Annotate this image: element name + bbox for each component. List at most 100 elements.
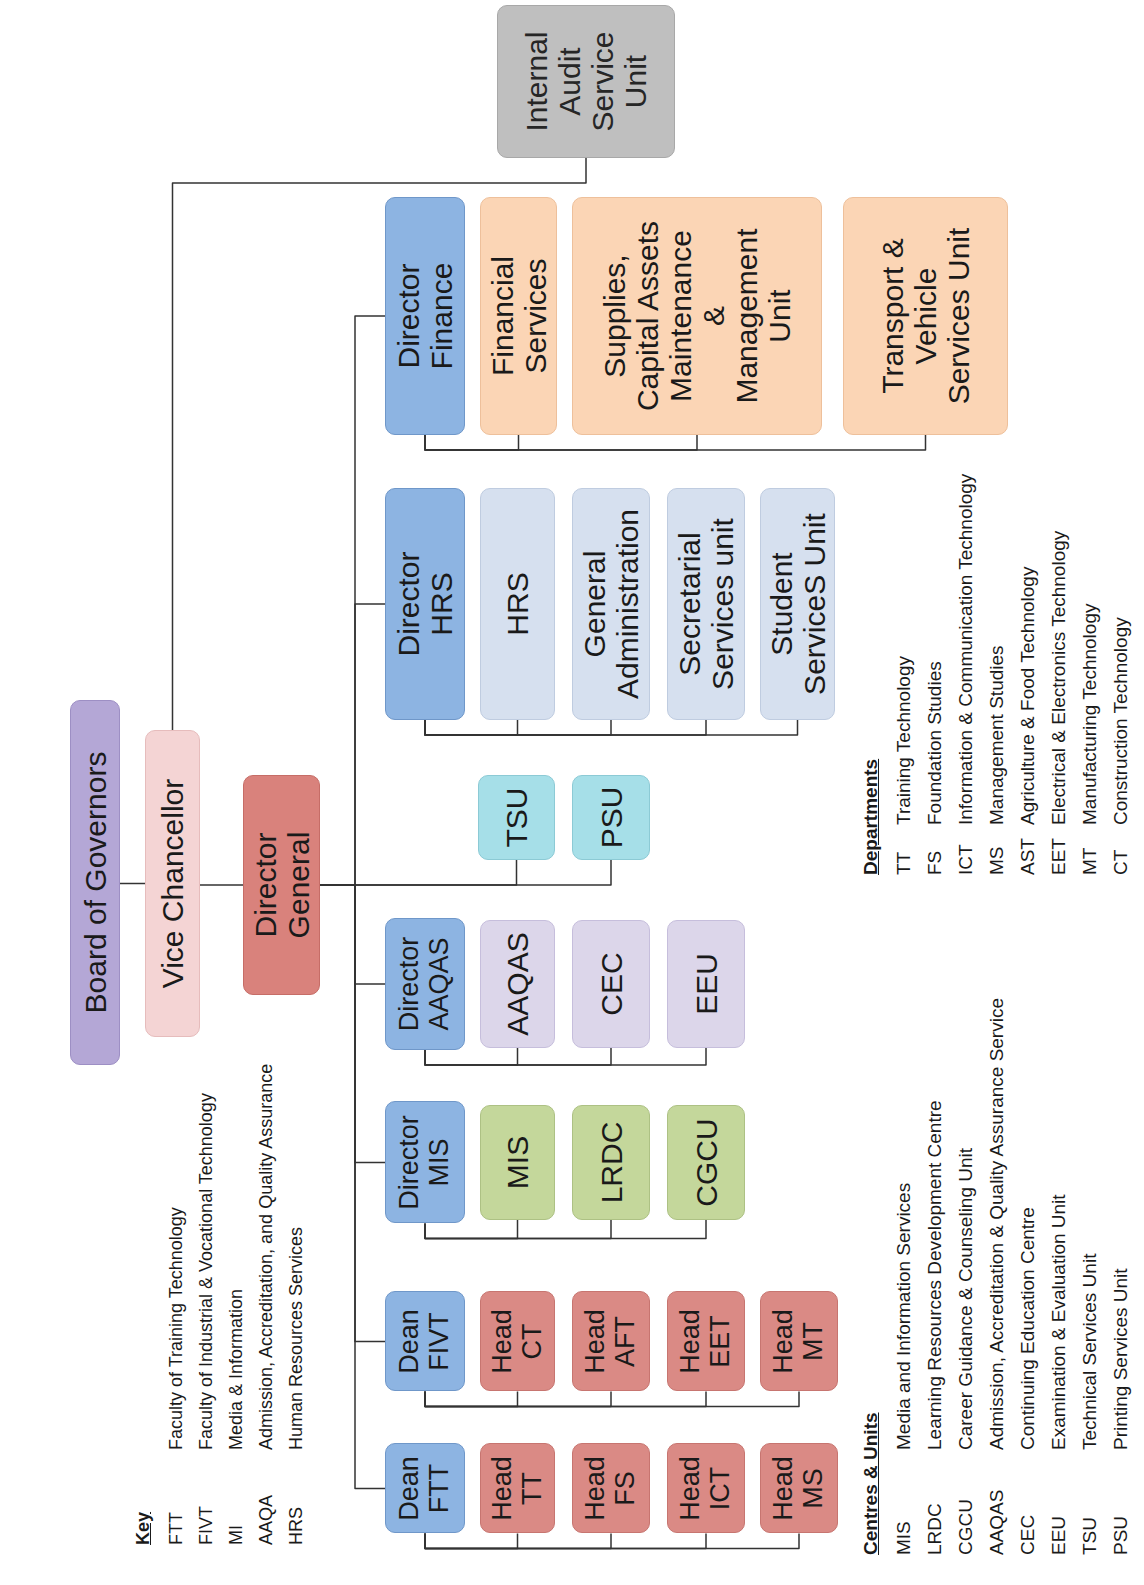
org-connector [320,885,385,1342]
org-connector [320,316,385,885]
director-general-box: Director General [243,775,320,995]
service-unit-box: TSU [478,775,555,860]
abbreviation-meaning: Agriculture & Food Technology [1017,567,1039,825]
department-head-box: Head FS [572,1444,650,1534]
abbreviation: CT [1110,850,1132,875]
box-text: Board of Governors [79,752,112,1014]
director-box: Director Finance [385,197,465,435]
abbreviation-meaning: Admission, Accreditation, and Quality As… [255,1064,277,1450]
box-text: HRS [501,572,534,635]
box-text: LRDC [595,1122,628,1204]
box-text: Head MT [769,1297,828,1387]
abbreviation-meaning: Media & Information [225,1289,247,1450]
abbreviation: AAQAS [986,1490,1008,1555]
abbreviation: EEU [1048,1516,1070,1555]
org-connector [320,604,385,885]
centre-box: MIS [480,1105,555,1220]
box-text: Transport & Vehicle Services Unit [876,209,975,424]
abbreviation-meaning: Electrical & Electronics Technology [1048,531,1070,825]
org-connector [200,884,243,886]
centre-box: AAQAS [480,920,555,1048]
department-head-box: Head MT [760,1292,838,1392]
org-connector [173,158,587,730]
box-text: General Administration [578,497,644,712]
audit-unit-box: Internal Audit Service Unit [497,5,675,158]
org-connector [120,883,145,885]
abbreviation-meaning: Printing Services Unit [1110,1268,1132,1450]
org-connector [320,885,385,1489]
chancellor-box: Vice Chancellor [145,730,200,1037]
org-connector [320,885,385,1163]
abbreviation: FS [924,851,946,875]
box-text: Dean FTT [395,1449,454,1529]
org-connector [425,1392,799,1407]
abbreviation-meaning: Technical Services Unit [1079,1254,1101,1450]
org-connector [425,720,798,735]
abbreviation: TT [893,852,915,875]
box-text: MIS [501,1136,534,1189]
box-text: Director MIS [395,1107,454,1219]
box-text: Supplies, Capital Assets Maintenance & M… [598,217,796,415]
abbreviation-meaning: Examination & Evaluation Unit [1048,1194,1070,1450]
box-text: Director AAQAS [395,923,454,1045]
governing-board-box: Board of Governors [70,700,120,1065]
abbreviation: MS [986,847,1008,876]
department-head-box: Head MS [760,1444,838,1534]
hr-unit-box: Secretarial Services unit [667,488,745,720]
department-head-box: Head CT [480,1292,555,1392]
box-text: Vice Chancellor [156,779,189,989]
box-text: Head AFT [581,1297,640,1387]
finance-unit-box: Transport & Vehicle Services Unit [843,197,1008,435]
director-box: Director MIS [385,1102,465,1224]
box-text: Student ServiceS Unit [765,497,831,712]
box-text: Head CT [488,1297,547,1387]
abbreviation: TSU [1079,1517,1101,1555]
service-unit-box: PSU [572,775,650,860]
abbreviation: MT [1079,848,1101,875]
abbreviation: CGCU [955,1499,977,1555]
abbreviation-meaning: Faculty of Industrial & Vocational Techn… [195,1093,217,1450]
org-connector [425,1534,706,1549]
abbreviation-meaning: Human Resources Services [285,1227,307,1450]
legend-heading: Key [132,1512,154,1545]
centre-box: EEU [667,920,745,1048]
abbreviation-meaning: Learning Resources Development Centre [924,1100,946,1450]
finance-unit-box: Supplies, Capital Assets Maintenance & M… [572,197,822,435]
director-box: Director AAQAS [385,918,465,1050]
org-connector [425,435,519,450]
box-text: Head TT [488,1449,547,1529]
centre-box: LRDC [572,1105,650,1220]
abbreviation-meaning: Manufacturing Technology [1079,604,1101,825]
box-text: Internal Audit Service Unit [520,19,652,144]
abbreviation: AAQA [255,1495,277,1545]
org-connector [425,1048,518,1065]
director-box: Dean FTT [385,1444,465,1534]
abbreviation-meaning: Training Technology [893,656,915,825]
abbreviation-meaning: Management Studies [986,645,1008,825]
box-text: Head FS [581,1449,640,1529]
org-connector [425,435,926,450]
box-text: Dean FIVT [395,1297,454,1387]
abbreviation-meaning: Foundation Studies [924,661,946,825]
org-connector [425,1534,518,1549]
org-connector [425,435,697,450]
abbreviation: MI [225,1525,247,1545]
director-box: Dean FIVT [385,1292,465,1392]
box-text: PSU [595,787,628,849]
box-text: CGCU [690,1118,723,1206]
org-connector [425,720,706,735]
hr-unit-box: Student ServiceS Unit [760,488,835,720]
abbreviation-meaning: Information & Communication Technology [955,474,977,825]
abbreviation-meaning: Construction Technology [1110,617,1132,825]
finance-unit-box: Financial Services [480,197,557,435]
org-connector [320,860,611,885]
abbreviation: FIVT [195,1506,217,1545]
org-connector [425,1392,518,1407]
department-head-box: Head TT [480,1444,555,1534]
hr-unit-box: HRS [480,488,555,720]
box-text: Director HRS [392,534,458,674]
box-text: AAQAS [501,932,534,1035]
abbreviation: HRS [285,1507,307,1545]
abbreviation-meaning: Admission, Accreditation & Quality Assur… [986,998,1008,1450]
